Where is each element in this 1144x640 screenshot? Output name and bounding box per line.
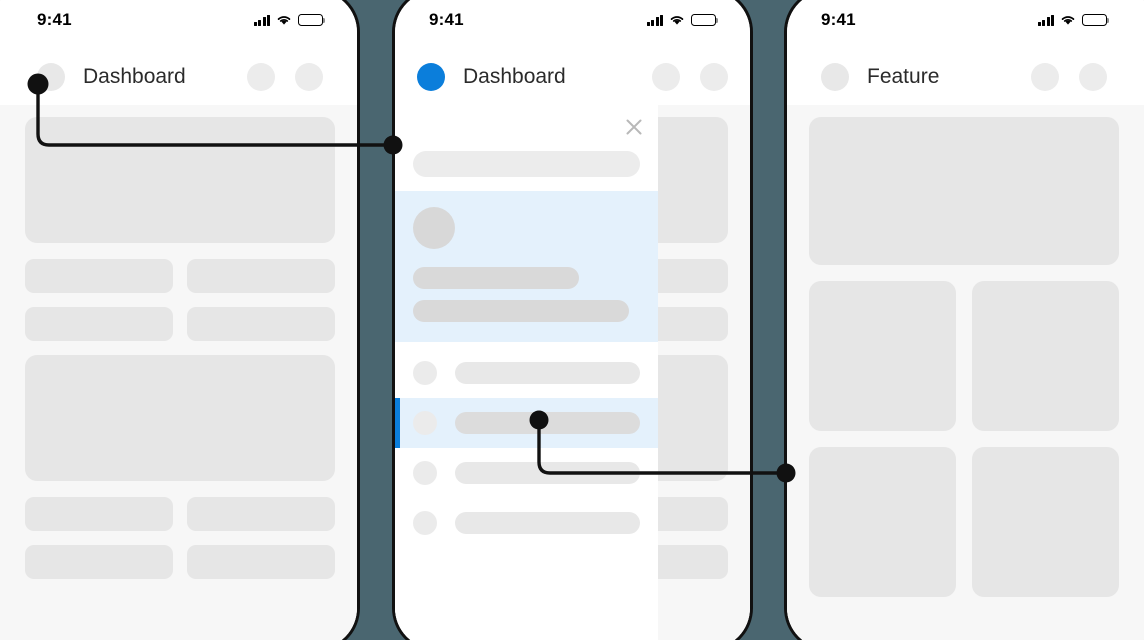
hero-placeholder-2[interactable] <box>25 355 335 481</box>
pill-placeholder[interactable] <box>187 259 335 293</box>
app-header: Dashboard <box>395 49 750 105</box>
status-bar: 9:41 <box>0 3 357 37</box>
pill-placeholder[interactable] <box>187 307 335 341</box>
header-actions <box>1031 63 1107 91</box>
pill-placeholder[interactable] <box>25 259 173 293</box>
drawer-item-label-placeholder <box>455 362 640 384</box>
screen-feature: 9:41 Feature <box>787 0 1144 640</box>
status-time: 9:41 <box>821 10 856 29</box>
close-icon[interactable] <box>624 117 644 137</box>
menu-toggle-dot[interactable] <box>417 63 445 91</box>
app-header: Dashboard <box>0 49 357 105</box>
phone-frame-dashboard-menu-open: 9:41 Dashboard <box>392 0 753 640</box>
feature-tile-3[interactable] <box>809 447 956 597</box>
drawer-item-icon <box>413 361 437 385</box>
status-icons <box>1037 13 1110 27</box>
status-bar: 9:41 <box>787 3 1144 37</box>
header-action-2-icon[interactable] <box>700 63 728 91</box>
status-time: 9:41 <box>37 10 72 29</box>
feature-tile-2[interactable] <box>972 281 1119 431</box>
screen-dashboard-default: 9:41 Dashboard <box>0 0 357 640</box>
pill-placeholder[interactable] <box>25 307 173 341</box>
cellular-signal-icon <box>1037 14 1054 26</box>
app-header: Feature <box>787 49 1144 105</box>
pill-row-3 <box>25 497 335 531</box>
drawer-item-label-placeholder <box>455 462 640 484</box>
feature-hero-placeholder[interactable] <box>809 117 1119 265</box>
drawer-item-label-placeholder <box>455 412 640 434</box>
drawer-item-2[interactable] <box>395 398 658 448</box>
flow-anchor-dot[interactable] <box>37 63 65 91</box>
profile-name-placeholder <box>413 267 579 289</box>
drawer-item-list <box>395 342 658 548</box>
pill-placeholder[interactable] <box>25 545 173 579</box>
back-dot[interactable] <box>821 63 849 91</box>
status-icons <box>253 13 326 27</box>
wifi-icon <box>670 16 684 25</box>
header-action-1-icon[interactable] <box>1031 63 1059 91</box>
content-feature <box>787 105 1144 640</box>
status-time: 9:41 <box>429 10 464 29</box>
pill-placeholder[interactable] <box>25 497 173 531</box>
drawer-item-4[interactable] <box>395 498 658 548</box>
phone-frame-feature: 9:41 Feature <box>784 0 1144 640</box>
feature-tile-4[interactable] <box>972 447 1119 597</box>
avatar <box>413 207 455 249</box>
profile-detail-placeholder <box>413 300 629 322</box>
cellular-signal-icon <box>253 14 270 26</box>
header-action-1-icon[interactable] <box>652 63 680 91</box>
drawer-item-label-placeholder <box>455 512 640 534</box>
feature-tile-grid <box>809 281 1119 597</box>
content-feed <box>0 105 357 640</box>
cellular-signal-icon <box>646 14 663 26</box>
drawer-item-1[interactable] <box>395 348 658 398</box>
search-input[interactable] <box>413 151 640 177</box>
page-title: Dashboard <box>83 65 186 88</box>
header-action-1-icon[interactable] <box>247 63 275 91</box>
drawer-item-icon <box>413 511 437 535</box>
pill-row-4 <box>25 545 335 579</box>
drawer-item-3[interactable] <box>395 448 658 498</box>
screen-dashboard-menu-open: 9:41 Dashboard <box>395 0 750 640</box>
page-title: Dashboard <box>463 65 566 88</box>
drawer-item-icon <box>413 411 437 435</box>
wifi-icon <box>1061 16 1075 25</box>
navigation-drawer <box>395 105 658 640</box>
pill-placeholder[interactable] <box>187 497 335 531</box>
drawer-item-icon <box>413 461 437 485</box>
header-action-2-icon[interactable] <box>295 63 323 91</box>
page-title: Feature <box>867 65 940 88</box>
phone-frame-dashboard-default: 9:41 Dashboard <box>0 0 360 640</box>
wifi-icon <box>277 16 291 25</box>
status-bar: 9:41 <box>395 3 750 37</box>
drawer-profile-card[interactable] <box>395 191 658 342</box>
pill-row-1 <box>25 259 335 293</box>
pill-placeholder[interactable] <box>187 545 335 579</box>
battery-full-icon <box>1082 13 1110 27</box>
feature-tile-1[interactable] <box>809 281 956 431</box>
status-icons <box>646 13 719 27</box>
drawer-search-area <box>395 151 658 191</box>
battery-full-icon <box>691 13 719 27</box>
header-action-2-icon[interactable] <box>1079 63 1107 91</box>
drawer-topbar <box>395 105 658 151</box>
battery-full-icon <box>298 13 326 27</box>
hero-placeholder-1[interactable] <box>25 117 335 243</box>
pill-row-2 <box>25 307 335 341</box>
header-actions <box>247 63 323 91</box>
header-actions <box>652 63 728 91</box>
